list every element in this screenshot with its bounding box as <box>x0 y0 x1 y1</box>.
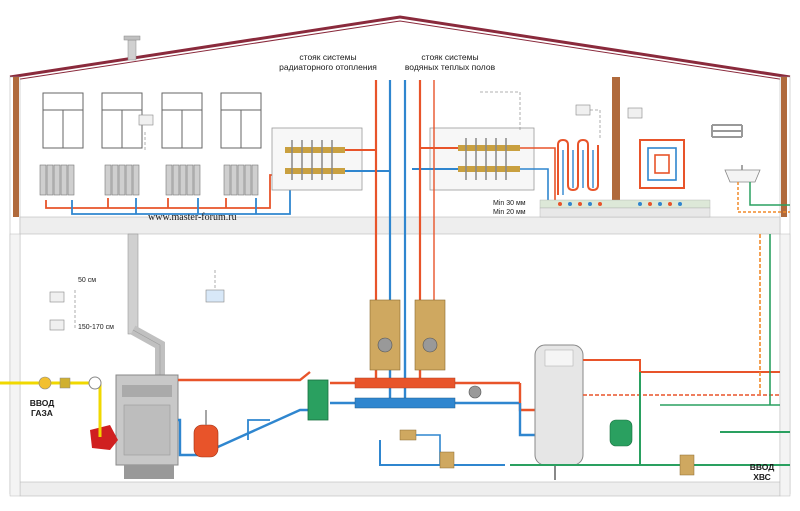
boiler-circuit-pipes <box>178 330 535 457</box>
chimney-cap <box>123 35 141 61</box>
house-walls <box>9 76 791 497</box>
gas-inlet-label: ВВОД ГАЗА <box>22 398 62 418</box>
cold-water-inlet <box>379 429 695 476</box>
riser-radiator-label: стояк системы радиаторного отопления <box>278 52 378 72</box>
water-distribution <box>510 234 790 466</box>
bathroom-fixtures <box>711 124 790 213</box>
basement-floor <box>19 481 781 497</box>
window-2 <box>101 92 143 149</box>
radiator-manifold <box>271 127 390 191</box>
boiler-flue <box>127 233 165 375</box>
expansion-tank <box>193 410 270 458</box>
floor-slab <box>19 216 781 235</box>
floor-heating-loops <box>557 138 685 195</box>
risers <box>374 80 435 330</box>
gas-inlet-line1: ВВОД <box>29 398 55 408</box>
screed-layer <box>539 199 711 218</box>
dim-50-label: 50 см <box>78 277 97 284</box>
riser-radiator-line1: стояк системы <box>299 52 357 62</box>
window-3 <box>161 92 203 149</box>
gas-line <box>0 376 102 437</box>
riser-floor-line1: стояк системы <box>421 52 479 62</box>
window-1 <box>42 92 84 149</box>
watermark-text: www.master-forum.ru <box>148 212 237 223</box>
riser-radiator-line2: радиаторного отопления <box>279 62 377 72</box>
min20-label: Min 20 мм <box>493 209 526 216</box>
hot-water-cylinder <box>534 344 584 480</box>
distribution-header <box>307 377 456 421</box>
radiator-3 <box>165 164 201 196</box>
water-inlet-label: ВВОД ХВС <box>742 462 782 482</box>
radiator-4 <box>223 164 259 196</box>
min30-label: Min 30 мм <box>493 200 526 207</box>
riser-floor-line2: водяных теплых полов <box>404 62 496 72</box>
radiators <box>39 164 259 196</box>
roof <box>9 15 791 81</box>
windows <box>42 92 262 149</box>
radiator-1 <box>39 164 75 196</box>
window-4 <box>220 92 262 149</box>
gas-boiler <box>90 374 179 479</box>
water-inlet-line1: ВВОД <box>749 462 775 472</box>
pump-groups <box>369 299 482 399</box>
water-inlet-line2: ХВС <box>753 472 771 482</box>
thermostats <box>49 104 643 331</box>
gas-inlet-line2: ГАЗА <box>31 408 53 418</box>
riser-floor-label: стояк системы водяных теплых полов <box>398 52 502 72</box>
radiator-2 <box>104 164 140 196</box>
dim-150-170-label: 150-170 см <box>78 324 114 331</box>
